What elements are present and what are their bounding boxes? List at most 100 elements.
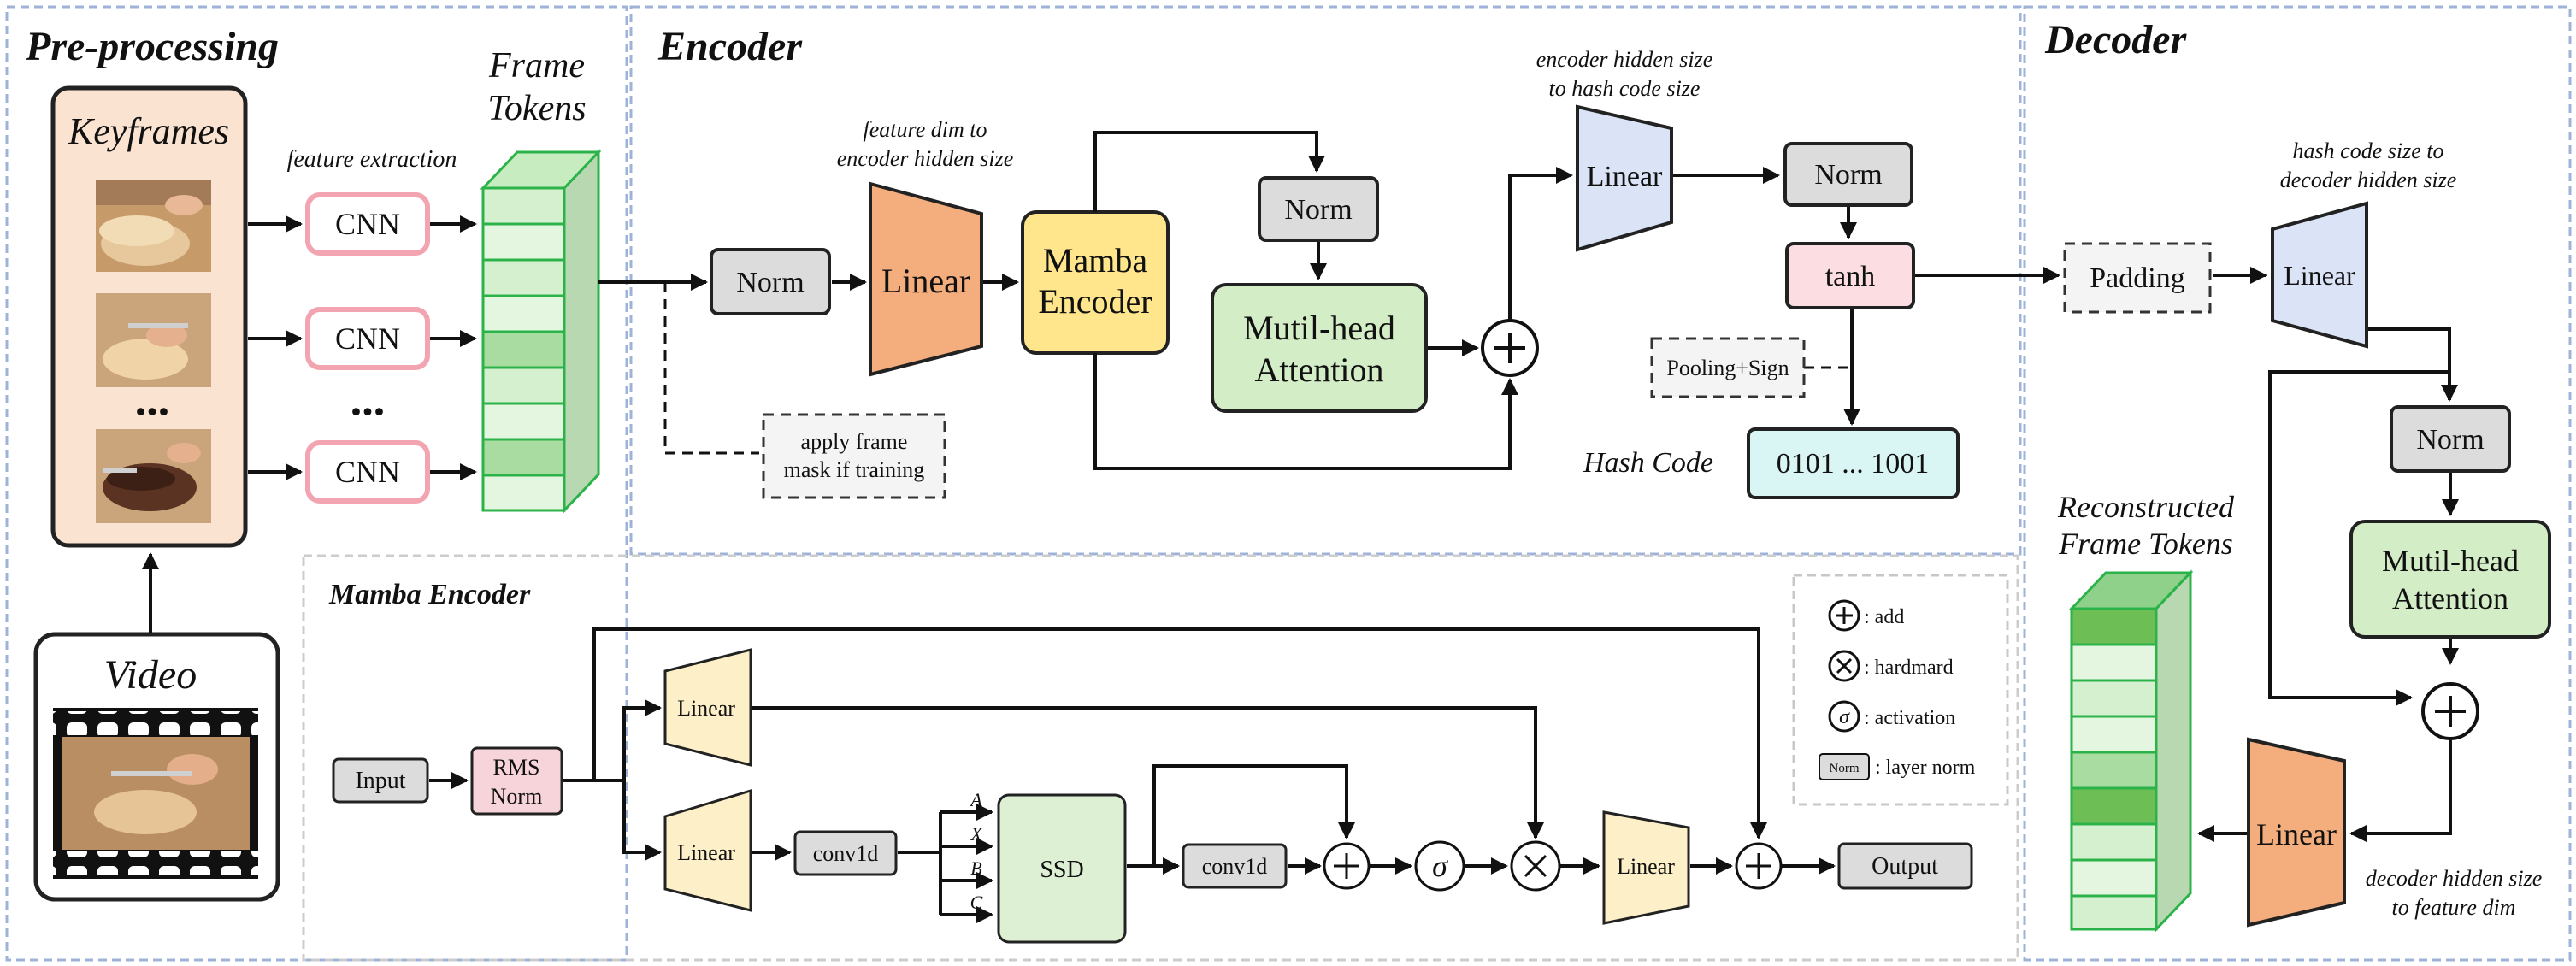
mamba-encoder-label-2: Encoder [1038, 282, 1152, 321]
encoder-add-icon [1481, 319, 1539, 377]
arrow [1093, 131, 1325, 212]
mamba-linear-out-label: Linear [1617, 854, 1675, 879]
video-label: Video [104, 652, 197, 698]
ssd-input-a: A [969, 789, 982, 810]
arrow [1508, 167, 1573, 321]
keyframe-image-2 [96, 293, 211, 387]
legend-add-label: : add [1864, 606, 1904, 628]
encoder-linear2-trapezoid [1576, 104, 1673, 252]
ssd-input-b: B [970, 857, 981, 879]
frame-tokens-label-1: Frame [488, 46, 585, 85]
mamba-conv1d-box-2 [1182, 843, 1288, 889]
decoder-attention-box [2349, 520, 2551, 639]
rms-norm-box [470, 746, 563, 816]
feature-dim-note-2: encoder hidden size [837, 146, 1014, 171]
ssd-input-c: C [970, 892, 983, 913]
arrow [622, 699, 662, 780]
encoder-attention-label-1: Mutil-head [1243, 309, 1395, 347]
rms-norm-label-1: RMS [493, 755, 540, 780]
decoder-section [2023, 5, 2572, 962]
legend-norm-icon [1819, 753, 1870, 780]
mamba-linear-top-label: Linear [677, 696, 735, 721]
mamba-activation-symbol: σ [1432, 849, 1448, 883]
rms-norm-label-2: Norm [491, 784, 543, 809]
hash-code-box [1747, 427, 1960, 499]
encoder-norm2-label: Norm [1284, 194, 1352, 226]
encoder-norm-box [710, 248, 831, 315]
legend-activation-icon [1828, 700, 1860, 733]
cnn-label-3: CNN [335, 455, 400, 489]
cnn-label-2: CNN [335, 321, 400, 356]
decoder-out-note-2: to feature dim [2392, 895, 2516, 920]
arrow [1093, 353, 1518, 470]
decoder-linear-label: Linear [2284, 260, 2355, 291]
pooling-sign-label: Pooling+Sign [1666, 356, 1789, 380]
legend-layer-norm-label: : layer norm [1875, 757, 1976, 779]
padding-label: Padding [2090, 262, 2184, 294]
decoder-out-note-1: decoder hidden size [2366, 866, 2543, 891]
mamba-linear-top [663, 648, 752, 767]
padding-box [2063, 242, 2212, 314]
tanh-box [1785, 242, 1915, 309]
hash-size-note-1: encoder hidden size [1536, 47, 1713, 72]
cnn-box-3 [305, 440, 430, 504]
encoder-title: Encoder [657, 24, 803, 69]
feature-dim-note-1: feature dim to [864, 117, 987, 142]
mask-note-1: apply frame [801, 429, 908, 454]
arrow [2368, 327, 2458, 402]
keyframe-image-1 [96, 180, 211, 272]
arrow [752, 706, 1544, 839]
decoder-hash-note-1: hash code size to [2293, 138, 2444, 163]
arrow [2268, 370, 2449, 706]
keyframe-image-3 [96, 429, 211, 523]
arrow [1152, 764, 1355, 866]
feature-extraction-label: feature extraction [287, 146, 457, 173]
encoder-norm-label: Norm [736, 267, 804, 298]
keyframes-ellipsis: ... [135, 374, 170, 425]
encoder-attention-box [1211, 283, 1428, 413]
encoder-norm3-box [1783, 142, 1913, 207]
mask-note-2: mask if training [784, 457, 925, 482]
decoder-linear2-trapezoid [2247, 737, 2346, 928]
frame-tokens-label-2: Tokens [487, 89, 586, 128]
mamba-conv1d-box-1 [793, 830, 898, 876]
hash-code-label: Hash Code [1583, 447, 1713, 479]
encoder-linear2-label: Linear [1587, 161, 1663, 192]
mamba-encoder-label-1: Mamba [1043, 241, 1147, 280]
mamba-add-icon-1 [1323, 842, 1371, 890]
hash-code-value: 0101 ... 1001 [1777, 448, 1930, 480]
mamba-linear-out [1602, 810, 1690, 925]
decoder-attention-label-2: Attention [2392, 581, 2508, 616]
encoder-linear-label: Linear [881, 262, 970, 300]
preprocessing-title: Pre-processing [25, 24, 279, 69]
encoder-norm3-label: Norm [1814, 159, 1882, 191]
decoder-hash-note-2: decoder hidden size [2280, 168, 2457, 192]
keyframes-label: Keyframes [68, 110, 229, 152]
decoder-norm-label: Norm [2416, 424, 2484, 456]
decoder-linear2-label: Linear [2256, 817, 2337, 851]
decoder-linear-trapezoid [2271, 201, 2368, 349]
legend-box [1792, 574, 2009, 806]
pooling-sign-box [1650, 337, 1806, 398]
recon-tokens-label-2: Frame Tokens [2058, 527, 2233, 561]
video-filmstrip [53, 708, 258, 879]
legend-hadamard-label: : hardmard [1864, 657, 1954, 679]
mamba-input-label: Input [355, 768, 405, 794]
ssd-box [997, 793, 1127, 944]
arrow [622, 780, 662, 861]
cnn-label-1: CNN [335, 207, 400, 241]
arrow [2349, 739, 2452, 842]
encoder-norm2-box [1258, 176, 1379, 242]
mamba-output-label: Output [1872, 853, 1938, 880]
mamba-input-box [332, 757, 429, 804]
mamba-linear-bottom [663, 788, 752, 912]
mask-note-box [762, 413, 946, 499]
reconstructed-tokens-stack [2068, 569, 2194, 933]
tanh-label: tanh [1825, 261, 1876, 292]
frame-tokens-stack [480, 149, 602, 514]
mamba-conv1d-label-2: conv1d [1202, 854, 1268, 879]
legend-activation-symbol: σ [1839, 706, 1850, 728]
legend-hadamard-icon [1828, 650, 1860, 682]
mamba-conv1d-label-1: conv1d [813, 841, 879, 866]
